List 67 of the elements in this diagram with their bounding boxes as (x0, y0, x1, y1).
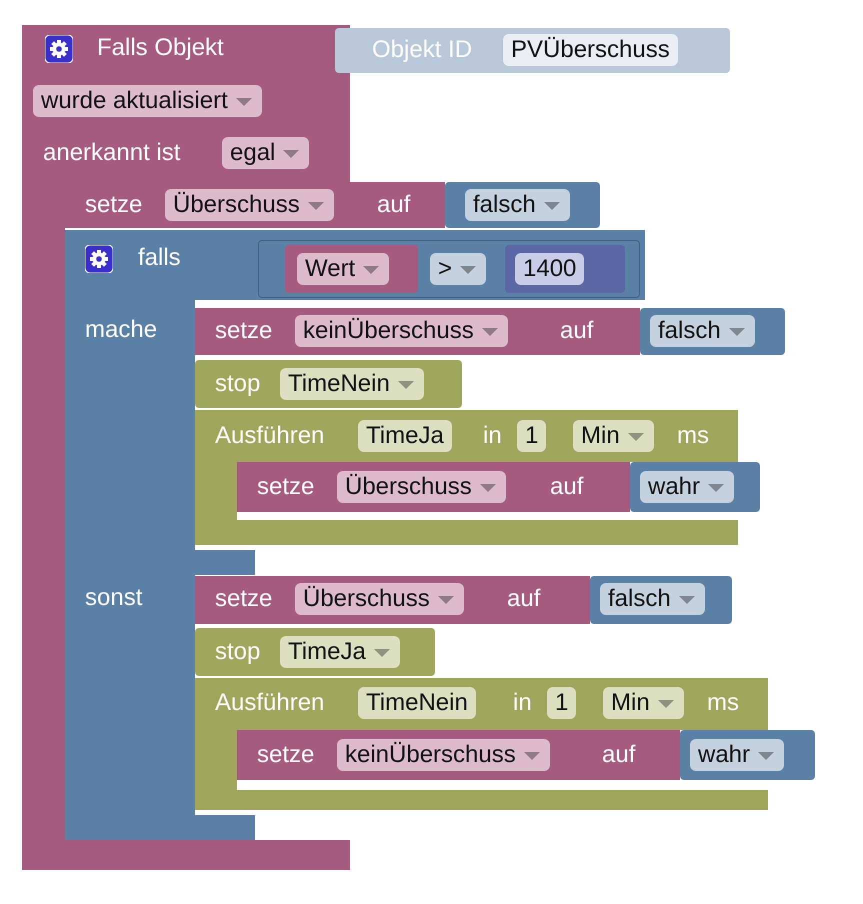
set-block (195, 308, 785, 355)
block-label: ms (707, 688, 739, 718)
boolean-block (630, 462, 760, 512)
block-label: mache (85, 315, 158, 345)
block-label: anerkannt ist (43, 138, 180, 168)
dropdown-field: Min (573, 420, 654, 452)
dropdown-field: Überschuss (165, 189, 334, 221)
variable-block (285, 245, 418, 293)
stop-block (195, 360, 462, 408)
block-label: setze (215, 316, 272, 346)
dropdown-field: falsch (650, 315, 755, 347)
dropdown-field: TimeNein (280, 368, 424, 400)
block-label: setze (85, 190, 142, 220)
block-label: setze (215, 584, 272, 614)
boolean-block (640, 308, 785, 355)
dropdown-field: egal (222, 137, 310, 169)
block-label: in (513, 688, 532, 718)
dropdown-field: > (430, 253, 486, 285)
block-label: Ausführen (215, 688, 324, 718)
block-label: stop (215, 637, 260, 667)
dropdown-field: wahr (690, 739, 784, 771)
set-block (65, 182, 600, 228)
value-field: TimeJa (358, 420, 452, 452)
block-label: setze (257, 472, 314, 502)
comparison-block (258, 240, 640, 298)
block-label: auf (377, 190, 410, 220)
block-label: stop (215, 369, 260, 399)
number-block (505, 245, 625, 293)
block-label: falls (138, 243, 181, 273)
dropdown-field: keinÜberschuss (295, 315, 508, 347)
dropdown-field: wurde aktualisiert (33, 85, 262, 117)
timeout-block (195, 678, 815, 810)
boolean-block (590, 576, 732, 624)
if-else-block (65, 230, 815, 840)
dropdown-field: Überschuss (295, 583, 464, 615)
value-field: 1400 (515, 253, 584, 285)
block-label: auf (560, 316, 594, 346)
dropdown-field: falsch (600, 583, 705, 615)
block-label: Objekt ID (372, 35, 472, 65)
value-field: 1 (517, 420, 546, 452)
block-label: auf (602, 740, 636, 770)
block-label: setze (257, 740, 314, 770)
value-field: PVÜberschuss (503, 34, 678, 66)
dropdown-field: Min (603, 687, 684, 719)
dropdown-field: Überschuss (337, 471, 506, 503)
dropdown-field: wahr (640, 471, 734, 503)
set-block (237, 462, 760, 512)
set-block (195, 576, 732, 624)
block-label: Falls Objekt (97, 33, 224, 63)
block-label: auf (550, 472, 584, 502)
dropdown-field: Wert (297, 253, 390, 285)
stop-block (195, 628, 435, 676)
dropdown-field: TimeJa (280, 636, 400, 668)
set-block (237, 730, 815, 780)
dropdown-field: keinÜberschuss (337, 739, 550, 771)
block-label: Ausführen (215, 421, 324, 451)
block-label: sonst (85, 583, 142, 613)
block-label: in (483, 421, 502, 451)
timeout-block (195, 410, 760, 545)
object-id-block (335, 28, 730, 73)
boolean-block (445, 182, 600, 228)
dropdown-field: falsch (465, 189, 570, 221)
boolean-block (680, 730, 815, 780)
value-field: TimeNein (358, 687, 476, 719)
block-label: auf (507, 584, 540, 614)
block-label: ms (677, 421, 709, 451)
value-field: 1 (547, 687, 576, 719)
